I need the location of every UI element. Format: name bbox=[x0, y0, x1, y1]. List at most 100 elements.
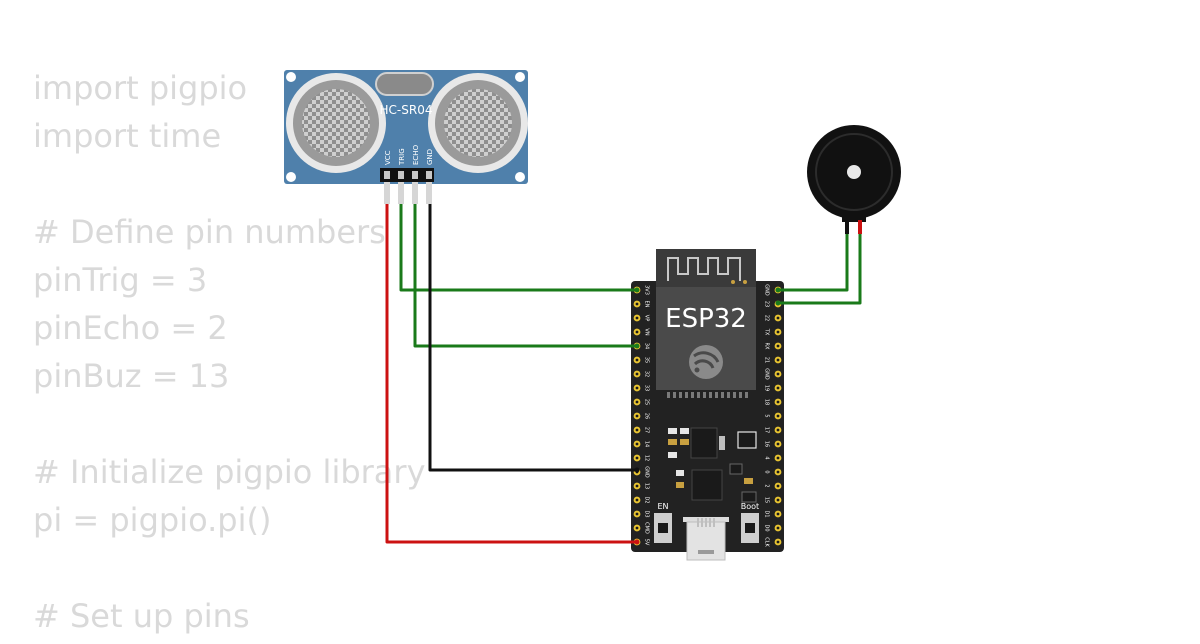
sensor-pin-label: GND bbox=[426, 149, 434, 165]
code-line: # Initialize pigpio library bbox=[33, 453, 426, 491]
code-line: # Define pin numbers bbox=[33, 213, 386, 251]
sensor-pin-leg bbox=[412, 182, 418, 204]
header-pin-label: D1 bbox=[764, 510, 770, 517]
header-pin-hole bbox=[776, 358, 780, 362]
header-pin-hole bbox=[635, 484, 639, 488]
module-pad bbox=[679, 392, 682, 398]
esp32-board[interactable]: ESP32 EN Boot bbox=[631, 249, 784, 561]
header-pin-hole bbox=[635, 414, 639, 418]
transistor bbox=[729, 463, 743, 475]
header-pin-label: 13 bbox=[644, 483, 650, 489]
module-pad bbox=[691, 392, 694, 398]
code-line: pinTrig = 3 bbox=[33, 261, 208, 299]
header-pin-hole bbox=[776, 484, 780, 488]
wire-buzzer-gnd[interactable] bbox=[778, 234, 849, 292]
wire-trig-to-pin3[interactable] bbox=[399, 204, 637, 292]
buzzer-hole bbox=[847, 165, 861, 179]
header-pin-hole bbox=[635, 498, 639, 502]
header-pin-hole bbox=[776, 330, 780, 334]
code-line: pinBuz = 13 bbox=[33, 357, 230, 395]
sensor-header bbox=[380, 168, 434, 182]
module-pad bbox=[739, 392, 742, 398]
smd-led bbox=[668, 428, 677, 434]
usb-contact bbox=[701, 518, 703, 527]
sensor-pin-label: TRIG bbox=[398, 148, 406, 166]
sensor-label: HC-SR04 bbox=[380, 103, 433, 117]
antenna-pad bbox=[743, 280, 747, 284]
header-pin-label: 15 bbox=[764, 497, 770, 503]
boot-button[interactable] bbox=[741, 513, 759, 543]
header-pin-label: EN bbox=[644, 301, 650, 308]
wire-echo-to-pin2[interactable] bbox=[413, 204, 637, 348]
code-line: # Set up pins bbox=[33, 597, 250, 635]
sensor-crystal bbox=[375, 72, 434, 96]
header-pin-hole bbox=[776, 470, 780, 474]
en-button[interactable] bbox=[654, 513, 672, 543]
code-line: import time bbox=[33, 117, 222, 155]
header-pin-label: 23 bbox=[764, 301, 770, 307]
module-pad bbox=[673, 392, 676, 398]
module-pad bbox=[697, 392, 700, 398]
header-pin-hole bbox=[635, 512, 639, 516]
smd-resistor bbox=[680, 439, 689, 445]
module-pad bbox=[667, 392, 670, 398]
header-pin-hole bbox=[776, 526, 780, 530]
header-pin-hole bbox=[776, 414, 780, 418]
smd-capacitor bbox=[676, 482, 684, 488]
smd-resistor bbox=[744, 478, 753, 484]
header-pin-label: VN bbox=[644, 328, 650, 335]
header-pin-label: TX bbox=[764, 328, 770, 336]
header-pin-label: RX bbox=[764, 343, 770, 350]
wire-gnd-sensor[interactable] bbox=[428, 204, 637, 472]
header-pin-hole bbox=[776, 512, 780, 516]
header-pin-label: 18 bbox=[764, 399, 770, 405]
header-pin-hole bbox=[635, 428, 639, 432]
module-pad bbox=[733, 392, 736, 398]
module-pads bbox=[667, 392, 748, 398]
wire-vcc-to-5v[interactable] bbox=[385, 204, 637, 544]
en-button-label: EN bbox=[657, 502, 668, 511]
header-pin-label: 25 bbox=[644, 399, 650, 405]
wires bbox=[385, 204, 862, 544]
piezo-buzzer[interactable] bbox=[807, 125, 901, 234]
header-pin-label: GND bbox=[764, 284, 770, 296]
header-pin-label: CMD bbox=[644, 522, 650, 534]
header-pin-hole bbox=[635, 372, 639, 376]
header-pin-hole bbox=[776, 442, 780, 446]
header-pin-hole bbox=[776, 400, 780, 404]
header-pin-label: 16 bbox=[764, 441, 770, 447]
header-pin-hole bbox=[776, 498, 780, 502]
header-pin-label: 0 bbox=[764, 470, 770, 473]
buzzer-lead-negative bbox=[845, 220, 849, 234]
header-pin-hole bbox=[776, 540, 780, 544]
code-line: pi = pigpio.pi() bbox=[33, 501, 272, 539]
header-pin-label: 2 bbox=[764, 484, 770, 487]
wire-buzzer-signal[interactable] bbox=[778, 234, 862, 305]
usb-uart-chip bbox=[691, 469, 723, 501]
sensor-mount-hole bbox=[515, 72, 525, 82]
sensor-mount-hole bbox=[286, 172, 296, 182]
header-pin-label: 35 bbox=[644, 357, 650, 363]
header-pin-label: 21 bbox=[764, 357, 770, 363]
sensor-pin-leg bbox=[426, 182, 432, 204]
header-pin-hole bbox=[635, 400, 639, 404]
header-pin-label: 3V3 bbox=[644, 285, 650, 295]
header-pin-label: 34 bbox=[644, 343, 650, 349]
header-pin-label: VP bbox=[644, 315, 650, 321]
header-pin-hole bbox=[776, 386, 780, 390]
sensor-transducer-right bbox=[428, 73, 528, 173]
board-label: ESP32 bbox=[665, 304, 747, 334]
header-pin-label: D0 bbox=[764, 524, 770, 531]
usb-contact bbox=[705, 518, 707, 527]
usb-contact bbox=[697, 518, 699, 527]
header-pin-hole bbox=[635, 456, 639, 460]
header-pin-hole bbox=[776, 344, 780, 348]
header-pin-label: 4 bbox=[764, 456, 770, 459]
wire-endpoints bbox=[634, 287, 781, 545]
regulator-tab bbox=[719, 436, 725, 450]
buzzer-base bbox=[842, 216, 866, 222]
header-pin-label: 22 bbox=[764, 315, 770, 321]
sensor-mount-hole bbox=[515, 172, 525, 182]
